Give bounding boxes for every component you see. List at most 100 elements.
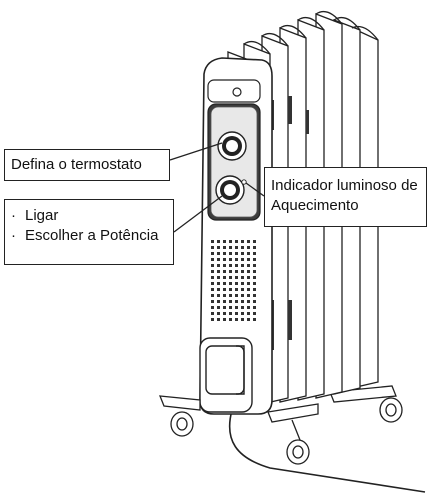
vent-hole <box>253 318 256 321</box>
vent-hole <box>247 294 250 297</box>
vent-hole <box>211 288 214 291</box>
vent-hole <box>223 294 226 297</box>
vent-hole <box>247 288 250 291</box>
bullet-dot: · <box>11 207 16 224</box>
vent-hole <box>229 306 232 309</box>
vent-hole <box>241 240 244 243</box>
vent-hole <box>211 246 214 249</box>
heating-indicator-light <box>241 179 247 185</box>
vent-hole <box>253 294 256 297</box>
action-text: Escolher a Potência <box>25 227 159 244</box>
vent-hole <box>241 282 244 285</box>
vent-hole <box>235 276 238 279</box>
vent-hole <box>211 312 214 315</box>
vent-hole <box>241 312 244 315</box>
vent-hole <box>223 300 226 303</box>
vent-hole <box>253 246 256 249</box>
vent-grid <box>211 240 256 321</box>
vent-hole <box>211 276 214 279</box>
vent-hole <box>217 264 220 267</box>
callout-power-actions: ·Ligar · Escolher a Potência <box>4 199 174 265</box>
vent-hole <box>217 306 220 309</box>
vent-hole <box>241 306 244 309</box>
vent-hole <box>223 276 226 279</box>
vent-hole <box>229 300 232 303</box>
vent-hole <box>223 258 226 261</box>
vent-hole <box>217 276 220 279</box>
vent-hole <box>235 288 238 291</box>
vent-hole <box>235 282 238 285</box>
vent-hole <box>217 270 220 273</box>
vent-hole <box>223 246 226 249</box>
vent-hole <box>211 282 214 285</box>
vent-hole <box>247 318 250 321</box>
vent-hole <box>241 264 244 267</box>
vent-hole <box>253 264 256 267</box>
vent-hole <box>253 240 256 243</box>
vent-hole <box>217 318 220 321</box>
vent-hole <box>211 318 214 321</box>
vent-hole <box>235 270 238 273</box>
vent-hole <box>229 282 232 285</box>
vent-hole <box>253 300 256 303</box>
vent-hole <box>223 312 226 315</box>
vent-hole <box>223 288 226 291</box>
vent-hole <box>217 240 220 243</box>
vent-hole <box>253 288 256 291</box>
vent-hole <box>229 294 232 297</box>
vent-hole <box>217 252 220 255</box>
vent-hole <box>247 246 250 249</box>
vent-hole <box>247 276 250 279</box>
action-item: ·Ligar <box>11 206 167 226</box>
vent-hole <box>241 276 244 279</box>
vent-hole <box>217 258 220 261</box>
vent-hole <box>229 318 232 321</box>
vent-hole <box>229 312 232 315</box>
vent-hole <box>235 318 238 321</box>
vent-hole <box>241 246 244 249</box>
vent-hole <box>217 312 220 315</box>
vent-hole <box>253 258 256 261</box>
vent-hole <box>211 240 214 243</box>
vent-hole <box>241 288 244 291</box>
feet-front <box>158 395 319 465</box>
vent-hole <box>247 258 250 261</box>
vent-hole <box>253 276 256 279</box>
label-indicator-line1: Indicador luminoso de <box>271 177 418 194</box>
vent-hole <box>217 288 220 291</box>
vent-hole <box>247 252 250 255</box>
vent-hole <box>229 252 232 255</box>
vent-hole <box>235 264 238 267</box>
vent-hole <box>211 264 214 267</box>
callout-heating-indicator: Indicador luminoso de Aquecimento <box>264 167 427 227</box>
vent-hole <box>235 294 238 297</box>
vent-hole <box>223 282 226 285</box>
vent-hole <box>223 306 226 309</box>
vent-hole <box>229 288 232 291</box>
vent-hole <box>223 264 226 267</box>
power-cord <box>228 409 426 493</box>
thermostat-knob <box>217 131 247 161</box>
label-set-thermostat: Defina o termostato <box>11 156 142 173</box>
vent-hole <box>241 258 244 261</box>
vent-hole <box>229 246 232 249</box>
vent-hole <box>247 240 250 243</box>
control-panel <box>199 57 273 415</box>
bullet-dot: · <box>11 227 16 244</box>
vent-hole <box>247 282 250 285</box>
power-knob <box>215 175 245 205</box>
vent-hole <box>241 318 244 321</box>
vent-hole <box>241 270 244 273</box>
vent-hole <box>229 270 232 273</box>
vent-hole <box>229 240 232 243</box>
vent-hole <box>211 258 214 261</box>
vent-hole <box>235 306 238 309</box>
vent-hole <box>247 270 250 273</box>
vent-hole <box>235 300 238 303</box>
vent-hole <box>223 270 226 273</box>
vent-hole <box>217 282 220 285</box>
vent-hole <box>235 240 238 243</box>
vent-hole <box>247 264 250 267</box>
feet-rear <box>329 385 403 423</box>
